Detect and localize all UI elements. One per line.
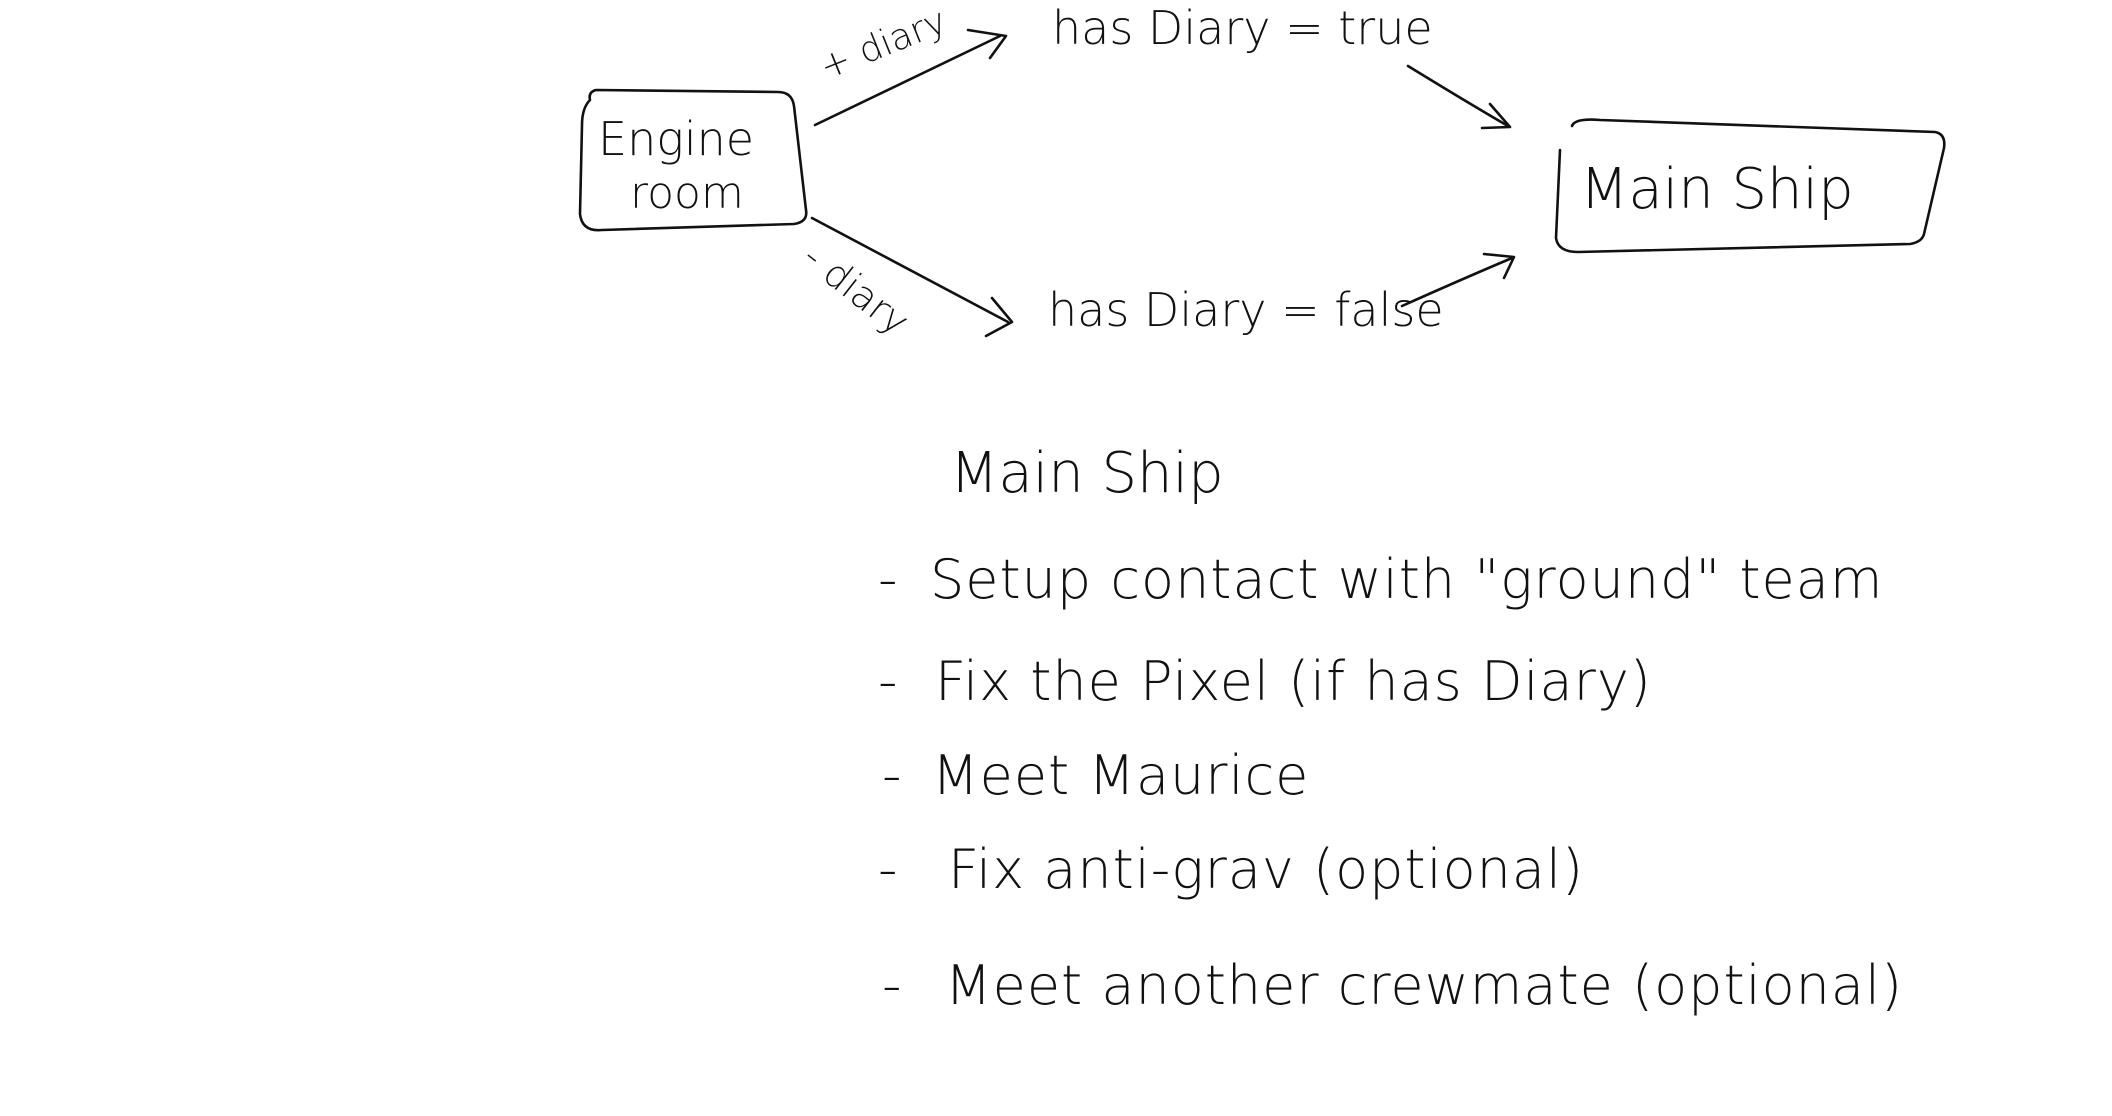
engine-room-node: Engine room [578, 88, 808, 232]
list-item: - Meet another crewmate (optional) [882, 954, 1903, 1017]
list-item-text: Fix anti-grav (optional) [948, 838, 1584, 901]
list-item: - Meet Maurice [882, 744, 1309, 807]
minus-diary-label: - diary [794, 234, 917, 344]
edge-minus-diary: - diary [794, 216, 1014, 344]
main-ship-label: Main Ship [1580, 157, 1854, 222]
task-list: Main Ship - Setup contact with "ground" … [878, 441, 1903, 1017]
plus-diary-arrow-line [813, 34, 1002, 127]
plus-diary-arrowhead [966, 28, 1008, 60]
list-item-bullet: - [882, 744, 903, 807]
engine-room-label-line2: room [630, 168, 744, 219]
edge-false-to-main-ship [1400, 252, 1516, 308]
list-item-text: Setup contact with "ground" team [930, 548, 1883, 611]
list-item-bullet: - [882, 954, 903, 1017]
list-item-bullet: - [878, 548, 899, 611]
edge-true-to-main-ship [1406, 64, 1512, 130]
list-item: - Setup contact with "ground" team [878, 548, 1883, 611]
minus-diary-arrowhead [984, 296, 1014, 338]
list-item: - Fix anti-grav (optional) [878, 838, 1584, 901]
false-arrow-line [1400, 256, 1514, 308]
engine-room-box [578, 88, 808, 232]
task-list-title: Main Ship [950, 441, 1224, 506]
main-ship-node: Main Ship [1554, 118, 1946, 254]
plus-diary-label: + diary [814, 1, 952, 89]
list-item: - Fix the Pixel (if has Diary) [878, 650, 1652, 713]
list-item-bullet: - [878, 650, 899, 713]
main-ship-box [1554, 118, 1946, 254]
false-arrowhead [1482, 252, 1516, 280]
minus-diary-arrow-line [810, 216, 1010, 324]
engine-room-label-line1: Engine [598, 112, 754, 166]
has-diary-false-label: has Diary = false [1048, 283, 1444, 337]
true-arrowhead [1480, 102, 1512, 130]
list-item-text: Fix the Pixel (if has Diary) [935, 650, 1652, 713]
true-arrow-line [1406, 64, 1510, 128]
has-diary-true-label: has Diary = true [1052, 1, 1433, 55]
list-item-text: Meet Maurice [932, 744, 1309, 807]
edge-plus-diary: + diary [813, 1, 1008, 127]
list-item-bullet: - [878, 838, 899, 901]
list-item-text: Meet another crewmate (optional) [945, 954, 1903, 1017]
